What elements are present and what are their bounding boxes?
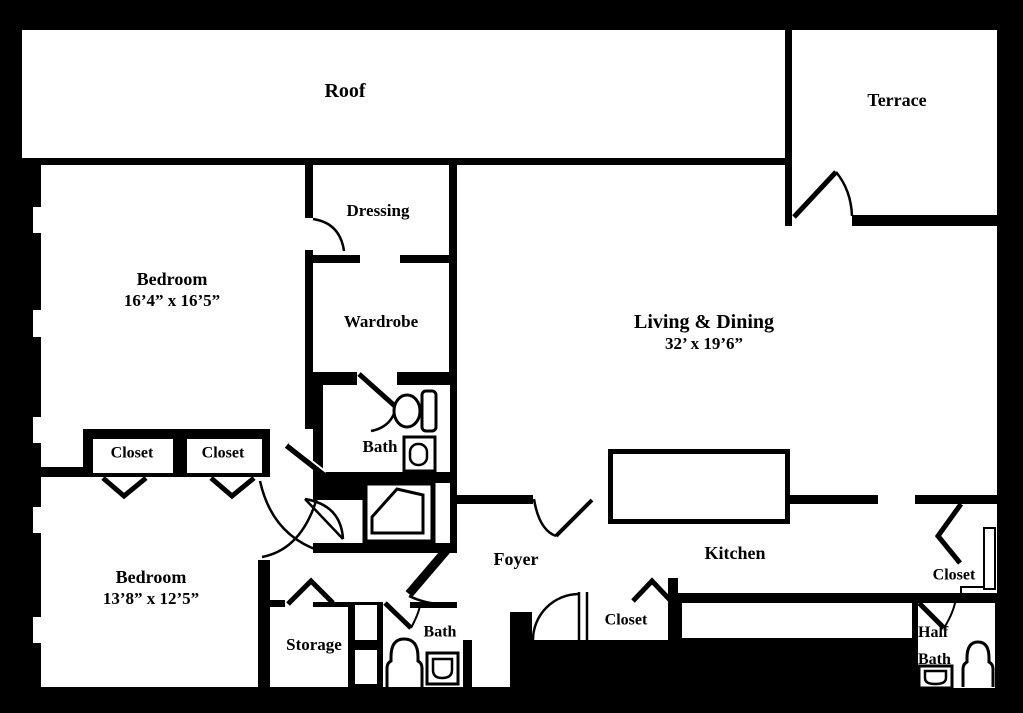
room-bedroom-master-ext: [41, 429, 83, 467]
toilet-half-bath-icon: [961, 640, 995, 687]
storage-wall-stub: [268, 600, 285, 607]
room-bedroom-master: [41, 165, 305, 429]
room-living-dining: [457, 165, 785, 495]
room-wardrobe: [313, 263, 449, 372]
kitchen-island: [608, 449, 790, 524]
closet-entry-east-wall: [668, 578, 678, 641]
kitchen-label: Kitchen: [704, 543, 766, 564]
toilet-second-icon: [385, 637, 424, 687]
closet-right-bifold-icon: [209, 476, 256, 500]
kitchen-opening: [878, 495, 915, 503]
terrace-door: [792, 170, 854, 219]
shower-door: [304, 497, 345, 540]
half-bath-label-line2: Bath: [918, 651, 951, 668]
closet-left-label: Closet: [110, 444, 154, 462]
closet-right-label: Closet: [201, 444, 245, 462]
foyer-door: [532, 498, 594, 538]
entry-door: [531, 592, 589, 641]
dressing-door-opening: [305, 218, 313, 250]
kitchen-counter: [682, 603, 912, 638]
bedroom-master-name: Bedroom: [136, 269, 208, 290]
window-2: [33, 310, 41, 337]
entry-wall-chunk: [510, 612, 532, 640]
bath-second-door-opening: [383, 600, 410, 608]
half-bath-label-line1: Half: [918, 624, 949, 641]
dressing-wardrobe-opening: [360, 255, 400, 263]
bath-master-label: Bath: [362, 436, 398, 456]
foyer-living-wall: [453, 495, 533, 504]
window-1: [33, 207, 41, 233]
sink-master-icon: [402, 435, 437, 473]
room-closet-left: [93, 439, 173, 473]
half-bath-door: [917, 597, 957, 630]
closet-entry-label: Closet: [604, 611, 648, 629]
bath-second-door: [383, 601, 421, 630]
bath-second-label: Bath: [423, 623, 457, 641]
kitchen-living-wall-west: [790, 495, 878, 504]
living-dining-dimensions: 32’ x 19’6”: [664, 333, 744, 353]
foyer-label: Foyer: [493, 549, 539, 570]
closet-left-bifold-icon: [101, 476, 148, 500]
kitchen-living-wall-east: [915, 495, 997, 504]
storage-bifold-icon: [286, 577, 335, 606]
sink-second-icon: [425, 651, 460, 686]
room-roof: [22, 30, 785, 158]
living-dining-name: Living & Dining: [633, 310, 775, 333]
terrace-south-wall: [852, 215, 997, 226]
bedroom-second-dimensions: 13’8” x 12’5”: [102, 588, 200, 608]
bedroom-master-dimensions: 16’4” x 16’5”: [123, 290, 221, 310]
sink-half-bath-icon: [917, 664, 954, 690]
closet-entry-bifold-icon: [631, 577, 673, 603]
living-dining-label: Living & Dining 32’ x 19’6”: [634, 310, 774, 354]
hall-foyer-wall-diagonal: [405, 543, 454, 606]
bedroom-master-label: Bedroom 16’4” x 16’5”: [124, 269, 220, 311]
room-storage: [270, 607, 348, 687]
room-closet-right: [187, 439, 262, 473]
wardrobe-label: Wardrobe: [343, 311, 419, 331]
foyer-door-opening: [533, 495, 608, 503]
dressing-label: Dressing: [346, 200, 410, 220]
room-utility: [472, 612, 510, 687]
window-5: [33, 617, 41, 643]
room-bedroom-second: [41, 477, 258, 687]
bedroom-second-label: Bedroom 13’8” x 12’5”: [103, 567, 199, 609]
storage-label: Storage: [286, 634, 342, 654]
linen-shelf-bottom: [352, 647, 380, 687]
dressing-door-arc: [312, 217, 346, 252]
bedroom-second-name: Bedroom: [115, 567, 187, 588]
bedroom-second-door-opening: [258, 477, 270, 560]
room-living-dining-east: [785, 226, 997, 495]
bath-shower-wall-chunk: [323, 472, 363, 500]
hall-bedroom-doors: [258, 442, 327, 559]
window-3: [33, 417, 41, 443]
room-dressing: [313, 165, 449, 255]
roof-label: Roof: [324, 80, 366, 102]
linen-shelf-top: [352, 602, 380, 643]
half-bath-label: Half Bath: [918, 619, 951, 673]
closet-kitchen-label: Closet: [932, 566, 976, 584]
window-4: [33, 507, 41, 533]
shower-stall-icon: [362, 480, 436, 545]
toilet-master-icon: [392, 389, 438, 433]
terrace-door-opening: [792, 215, 852, 226]
terrace-label: Terrace: [867, 90, 927, 111]
wardrobe-bath-door: [357, 372, 398, 433]
closet-kitchen-bifold-icon: [934, 502, 996, 600]
